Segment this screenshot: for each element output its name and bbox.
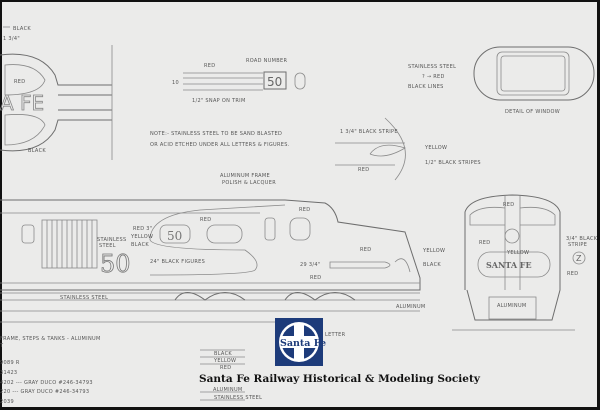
label-red: RED [310,275,321,281]
note-line: 220 --- GRAY DUCO #246-34793 [0,389,89,395]
side-number-big: 50 [100,250,131,278]
society-caption: Santa Fe Railway Historical & Modeling S… [199,373,481,385]
label-stripe: STRIPE [568,242,587,248]
label-stainless: STAINLESS [97,237,126,243]
road-number: 50 [267,75,282,89]
label-stainless: STAINLESS STEEL [408,64,456,70]
emblem-detail: BLACK 1 3/4" RED A FE BLACK [0,26,113,160]
label-24-black-figures: 24" BLACK FIGURES [150,259,205,265]
locomotive-front-view: RED RED YELLOW SANTA FE 3/4" BLACK STRIP… [452,194,598,331]
side-number-small: 50 [167,229,182,243]
label-black: BLACK [423,262,441,268]
label-red: ? → RED [422,74,445,80]
front-santa-fe-lettering: SANTA FE [486,260,532,270]
label-red: RED [200,217,211,223]
label-red-3: RED 3" [133,226,152,232]
window-detail-title: DETAIL OF WINDOW [505,109,560,115]
note-line-1: NOTE:- STAINLESS STEEL TO BE SAND BLASTE… [150,131,282,137]
label-red: RED [360,247,371,253]
legend-red: RED [220,365,231,371]
logo-text: Santa Fe [280,338,326,349]
label-aluminum: ALUMINUM [497,303,527,309]
road-number-detail: RED ROAD NUMBER 50 10 1/2" SNAP ON TRIM [172,58,306,104]
santa-fe-logo: Santa Fe [275,318,326,366]
stripe-detail: 1 3/4" BLACK STRIPE YELLOW 1/2" BLACK ST… [335,117,481,181]
label-black: BLACK [13,26,31,32]
label-steel: STEEL [99,243,116,249]
label-red: RED [14,79,25,85]
label-red: RED [204,63,215,69]
note-line-2: OR ACID ETCHED UNDER ALL LETTERS & FIGUR… [150,142,290,148]
note-line: 9089 R [0,360,20,366]
label-dim: 29 3/4" [300,262,320,268]
window-detail: STAINLESS STEEL ? → RED BLACK LINES DETA… [408,46,595,115]
paint-notes: FRAME, STEPS & TANKS - ALUMINUM T 9089 R… [0,336,101,405]
locomotive-side-view: ALUMINUM FRAME POLISH & LACQUER RED RED … [0,173,445,338]
note-line: 31423 [0,370,17,376]
label-polish-lacquer: POLISH & LACQUER [222,180,276,186]
label-black: BLACK [131,242,149,248]
note-line: 4202 --- GRAY DUCO #246-34793 [0,380,93,386]
label-road-number: ROAD NUMBER [246,58,287,64]
label-yellow: YELLOW [130,234,153,240]
legend-aluminum: ALUMINUM [213,387,243,393]
label-red: RED [358,167,369,173]
label-aluminum-frame: ALUMINUM FRAME [220,173,270,179]
label-letter: LETTER [325,332,346,338]
label-black-stripe: 3/4" BLACK [566,236,598,242]
label-dim: 1 3/4" [3,36,20,42]
label-black-stripes: 1/2" BLACK STRIPES [425,160,481,166]
label-aluminum: ALUMINUM [396,304,426,310]
label-yellow: YELLOW [422,248,445,254]
label-red: RED [299,207,310,213]
legend-stainless: STAINLESS STEEL [214,395,262,401]
label-red: RED [479,240,490,246]
label-red: RED [567,271,578,277]
label-dim: 10 [172,80,179,86]
label-stainless-steel: STAINLESS STEEL [60,295,108,301]
label-yellow: YELLOW [506,250,529,256]
label-black-stripe: 1 3/4" BLACK STRIPE [340,129,398,135]
label-yellow: YELLOW [424,145,447,151]
label-snap-on-trim: 1/2" SNAP ON TRIM [192,98,246,104]
legend-black: BLACK [214,351,232,357]
note-t: T [0,343,4,349]
z-circle [572,251,586,265]
emblem-letters: A FE [0,91,44,115]
label-red: RED [503,202,514,208]
label-black: BLACK [28,148,46,154]
legend-yellow: YELLOW [213,358,236,364]
label-z: Z [576,254,582,263]
note-frame: FRAME, STEPS & TANKS - ALUMINUM [0,336,101,342]
color-legend: BLACK YELLOW RED ALUMINUM STAINLESS STEE… [200,349,262,401]
label-black-lines: BLACK LINES [408,84,444,90]
note-line: 2039 [0,399,14,405]
